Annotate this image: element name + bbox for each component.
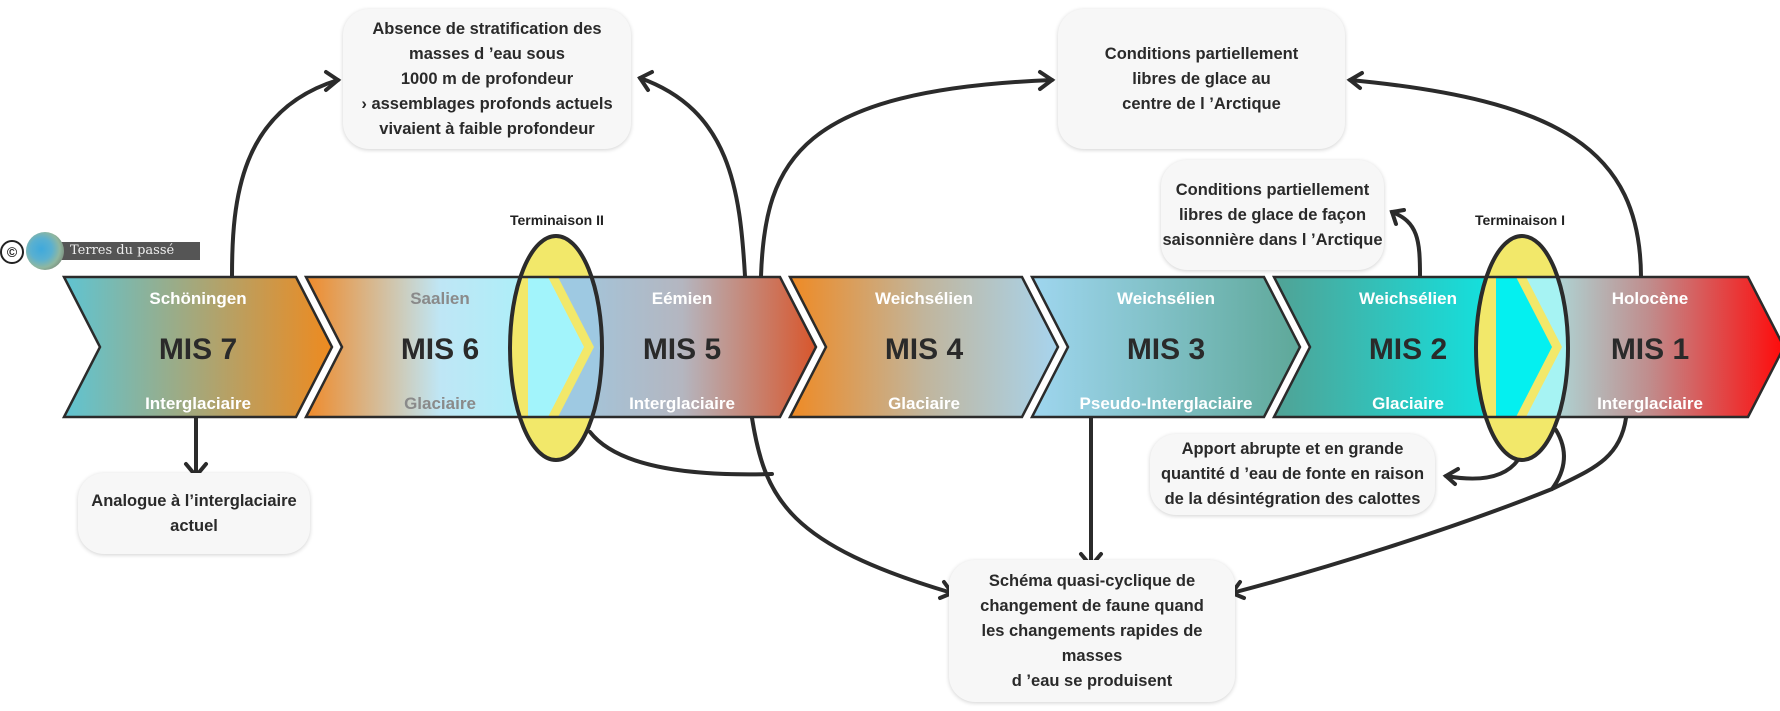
stage-code: MIS 1 — [1611, 333, 1689, 366]
stage-code: MIS 4 — [885, 333, 964, 366]
stage-type: Glaciaire — [888, 394, 960, 413]
stage-type: Interglaciaire — [145, 394, 251, 413]
stage-name: Holocène — [1612, 289, 1689, 308]
connector-mis2-arctic-seasonal — [1390, 210, 1422, 278]
arrowhead — [1442, 467, 1460, 486]
connector-term1-meltwater — [1444, 458, 1520, 481]
chevron-shape — [61, 275, 334, 419]
connector-mis7-stratification — [230, 78, 340, 278]
stage-name: Saalien — [410, 289, 470, 308]
arrowhead — [1346, 71, 1364, 90]
stage-code: MIS 2 — [1369, 333, 1447, 366]
stage-type: Glaciaire — [404, 394, 476, 413]
stage-code: MIS 7 — [159, 333, 237, 366]
stage-type: Glaciaire — [1372, 394, 1444, 413]
copyright-icon: © — [0, 240, 24, 264]
termination-i-label: Terminaison I — [1475, 212, 1565, 228]
box-meltwater: Apport abrupte et en grande quantité d ’… — [1150, 434, 1435, 515]
stage-type: Interglaciaire — [1597, 394, 1703, 413]
connector-mis1-cyclic — [1230, 416, 1628, 595]
termination-ellipse-outline — [1474, 234, 1570, 462]
stage-name: Weichsélien — [1359, 289, 1457, 308]
connector-term1-cyclic — [1550, 428, 1566, 491]
stage-name: Weichsélien — [875, 289, 973, 308]
globe-icon — [26, 232, 64, 270]
termination-ellipse-outline — [508, 234, 604, 462]
arrowhead — [1038, 70, 1056, 91]
arrowhead — [1389, 208, 1406, 226]
stage-name: Weichsélien — [1117, 289, 1215, 308]
arrowhead — [324, 70, 342, 92]
connector-term2-mis5 — [588, 430, 774, 477]
stage-code: MIS 3 — [1127, 333, 1205, 366]
stage-name: Schöningen — [149, 289, 246, 308]
box-arctic-center: Conditions partiellement libres de glace… — [1058, 9, 1345, 149]
connector-mis5-stratification — [638, 76, 747, 278]
connectors-layer — [184, 70, 1643, 600]
box-analogue: Analogue à l’interglaciaire actuel — [78, 473, 310, 554]
connector-mis1-arctic-center — [1348, 78, 1643, 278]
chevron-shape — [787, 275, 1060, 419]
termination-term2 — [508, 234, 604, 462]
box-arctic-seasonal: Conditions partiellement libres de glace… — [1161, 160, 1384, 270]
credit-name: Terres du passé — [70, 243, 175, 258]
credit-bar: Terres du passé — [40, 242, 200, 260]
termination-term1 — [1474, 234, 1570, 462]
stage-type: Pseudo-Interglaciaire — [1080, 394, 1253, 413]
terminations-layer — [508, 234, 1570, 462]
connector-mis5-arctic-center — [759, 78, 1054, 278]
termination-ii-label: Terminaison II — [510, 212, 604, 228]
box-stratification: Absence de stratification des masses d ’… — [343, 9, 631, 149]
stage-type: Interglaciaire — [629, 394, 735, 413]
stage-name: Eémien — [652, 289, 712, 308]
box-cyclic: Schéma quasi-cyclique de changement de f… — [949, 560, 1235, 702]
arrowhead — [637, 70, 654, 92]
chevron-shape — [1029, 275, 1302, 419]
connector-mis5-cyclic — [750, 416, 954, 595]
stage-code: MIS 5 — [643, 333, 721, 366]
stage-code: MIS 6 — [401, 333, 479, 366]
